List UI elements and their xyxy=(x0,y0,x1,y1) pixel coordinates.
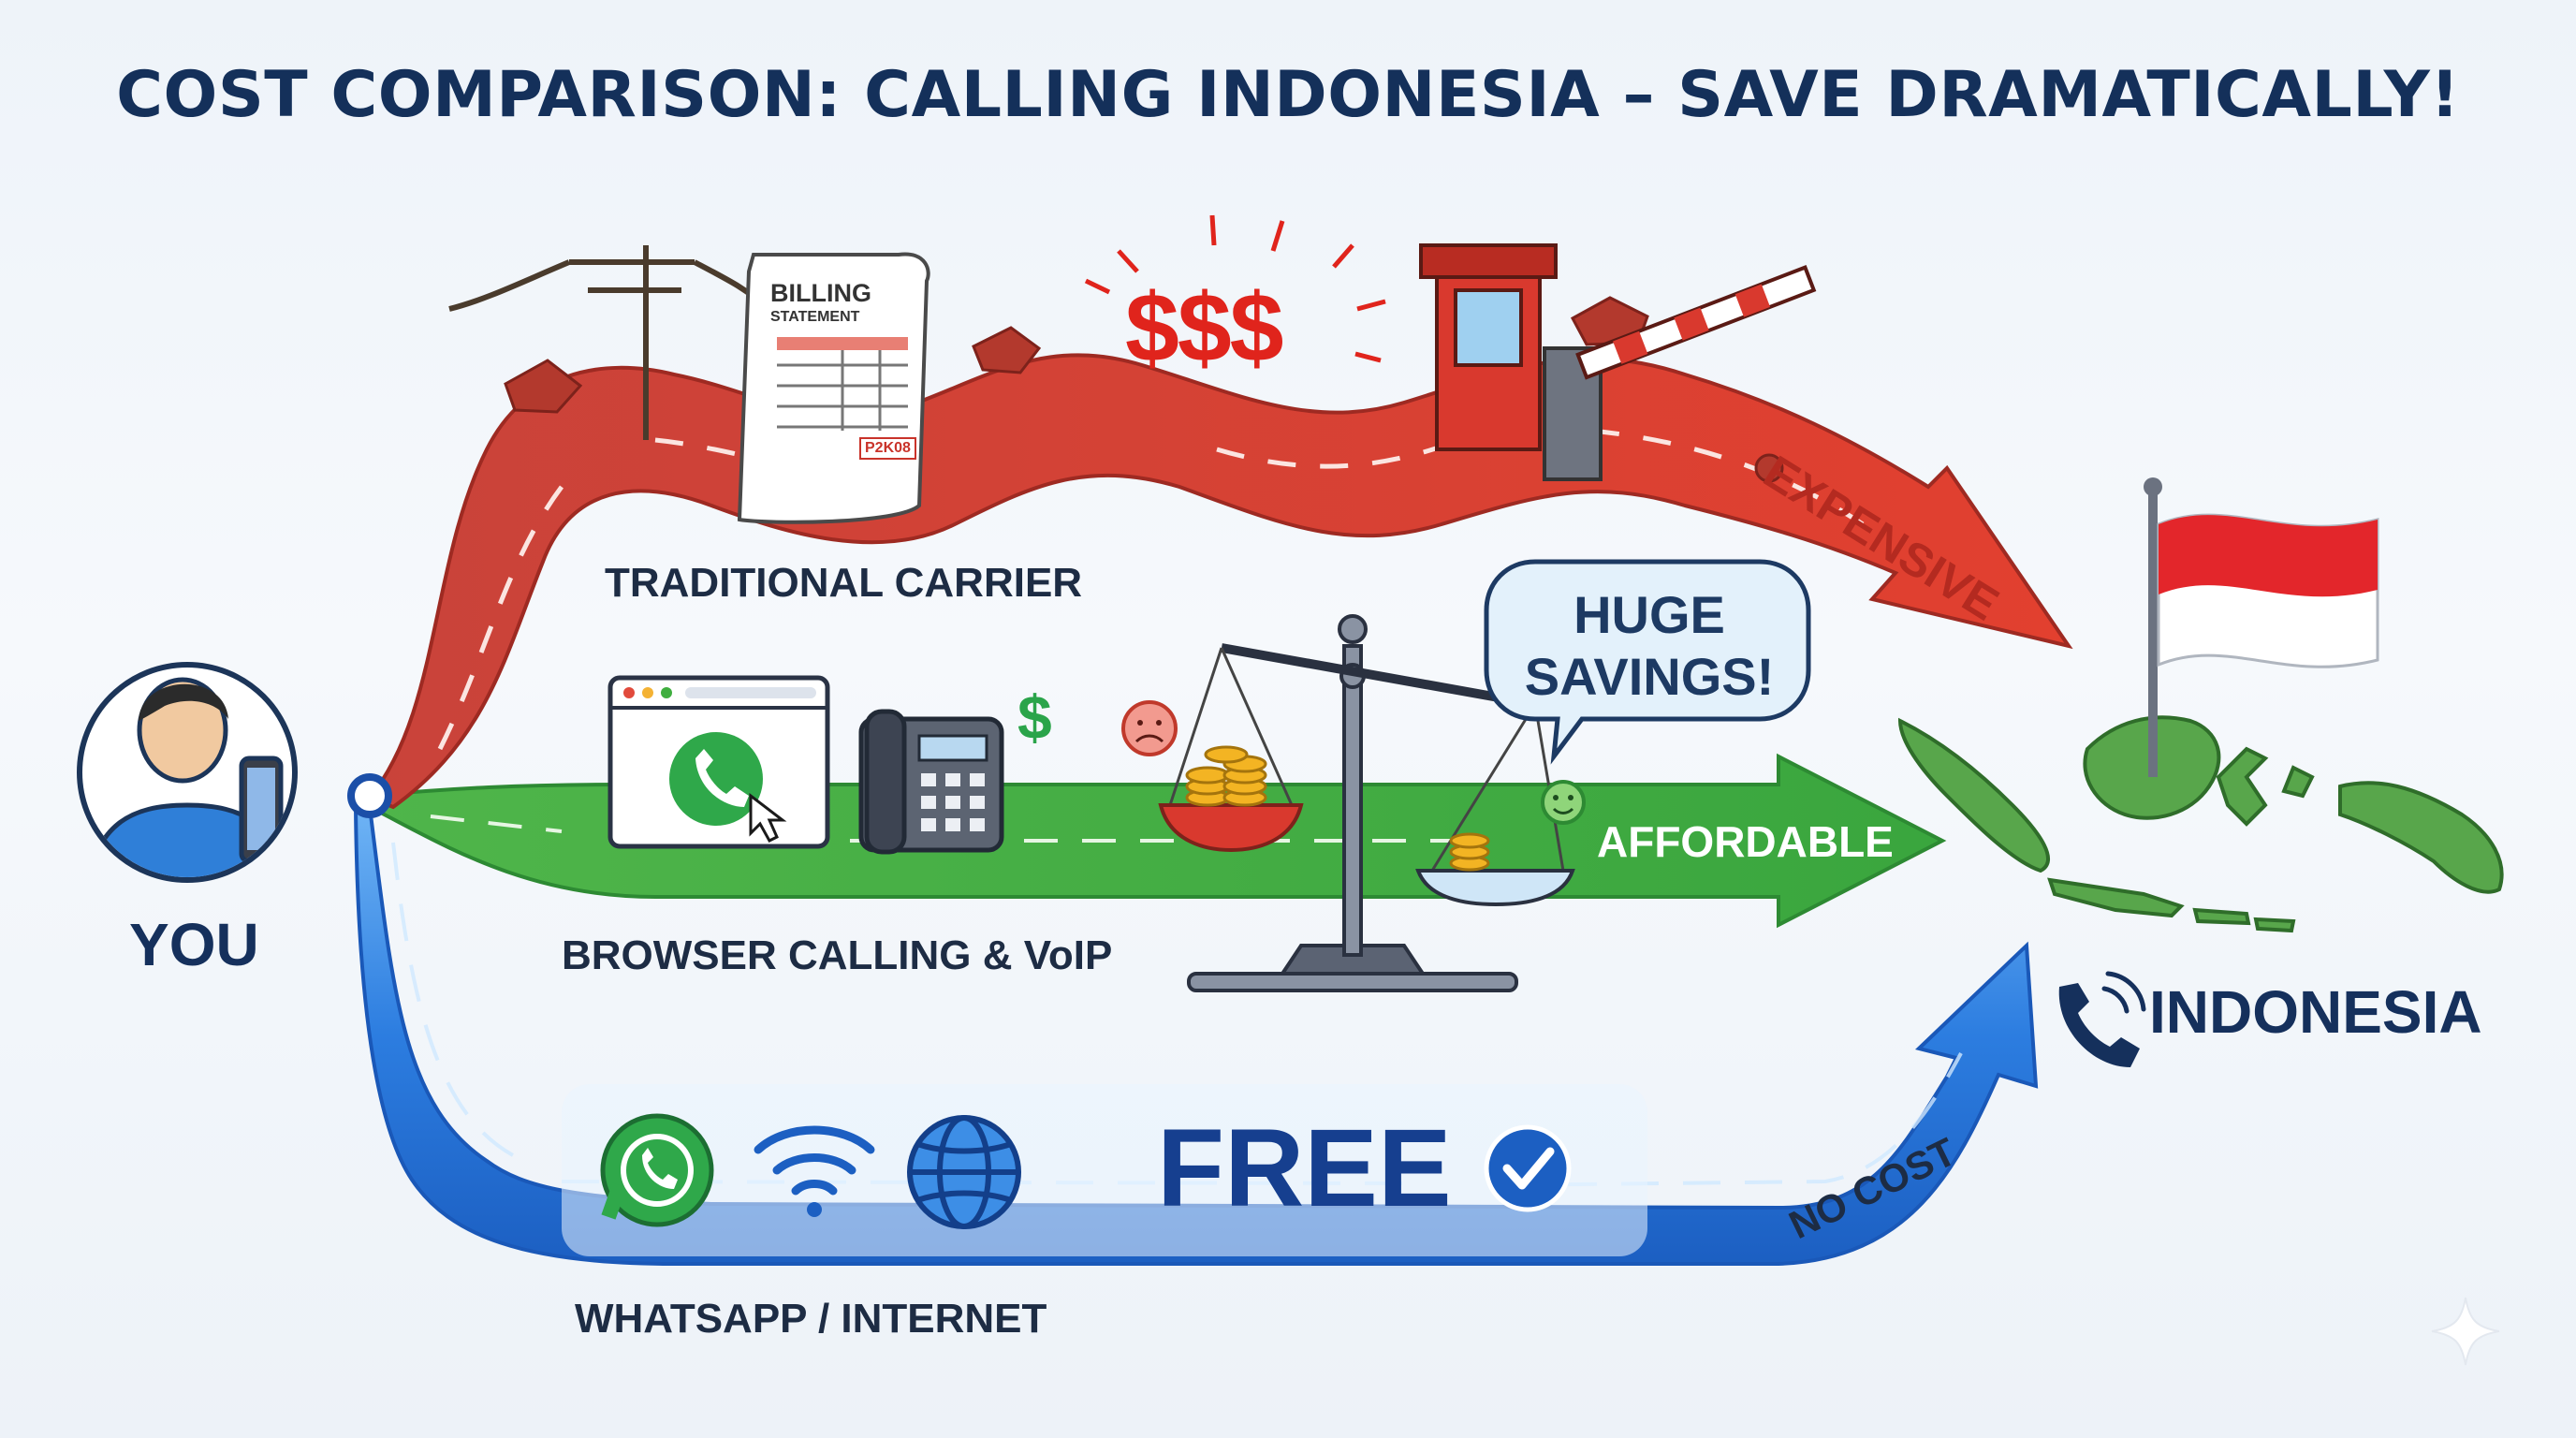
start-node xyxy=(347,773,392,818)
smile-face-icon xyxy=(1541,780,1586,825)
you-label: YOU xyxy=(129,911,259,978)
desk-phone-icon xyxy=(858,709,1004,855)
dollar-signs: $$$ xyxy=(1125,274,1284,383)
sad-face-icon xyxy=(1121,700,1178,756)
browser-call-icon xyxy=(607,675,830,849)
dollar-sign-small: $ xyxy=(1017,682,1052,752)
money-burst-icon xyxy=(1084,214,1386,363)
scale-icon xyxy=(1158,614,1575,992)
wifi-icon xyxy=(754,1125,875,1217)
globe-icon xyxy=(907,1115,1021,1229)
bill-icon xyxy=(737,252,930,524)
check-icon xyxy=(1484,1124,1572,1212)
billing-title: BILLING xyxy=(770,279,871,307)
whatsapp-route xyxy=(353,805,2039,1266)
flag-icon xyxy=(2144,477,2379,777)
affordable-tag: AFFORDABLE xyxy=(1597,817,1894,866)
toll-booth-icon xyxy=(1419,243,1817,481)
map-icon xyxy=(1897,715,2504,933)
free-badge: FREE xyxy=(1157,1107,1452,1230)
indonesia-label: INDONESIA xyxy=(2149,978,2482,1046)
page-title: COST COMPARISON: CALLING INDONESIA – SAV… xyxy=(116,58,2460,132)
phone-icon xyxy=(2058,971,2146,1067)
whatsapp-icon xyxy=(600,1113,714,1227)
whatsapp-internet-label: WHATSAPP / INTERNET xyxy=(575,1296,1047,1342)
person-phone-icon xyxy=(77,662,298,883)
traditional-carrier-label: TRADITIONAL CARRIER xyxy=(605,560,1083,606)
sparkle-icon xyxy=(2431,1297,2500,1366)
huge-savings-text: HUGE SAVINGS! xyxy=(1524,585,1775,706)
savings-bubble xyxy=(1484,559,1811,765)
billing-subtitle: STATEMENT xyxy=(770,309,860,325)
billing-stamp: P2K08 xyxy=(859,437,916,460)
browser-calling-label: BROWSER CALLING & VoIP xyxy=(562,932,1113,978)
